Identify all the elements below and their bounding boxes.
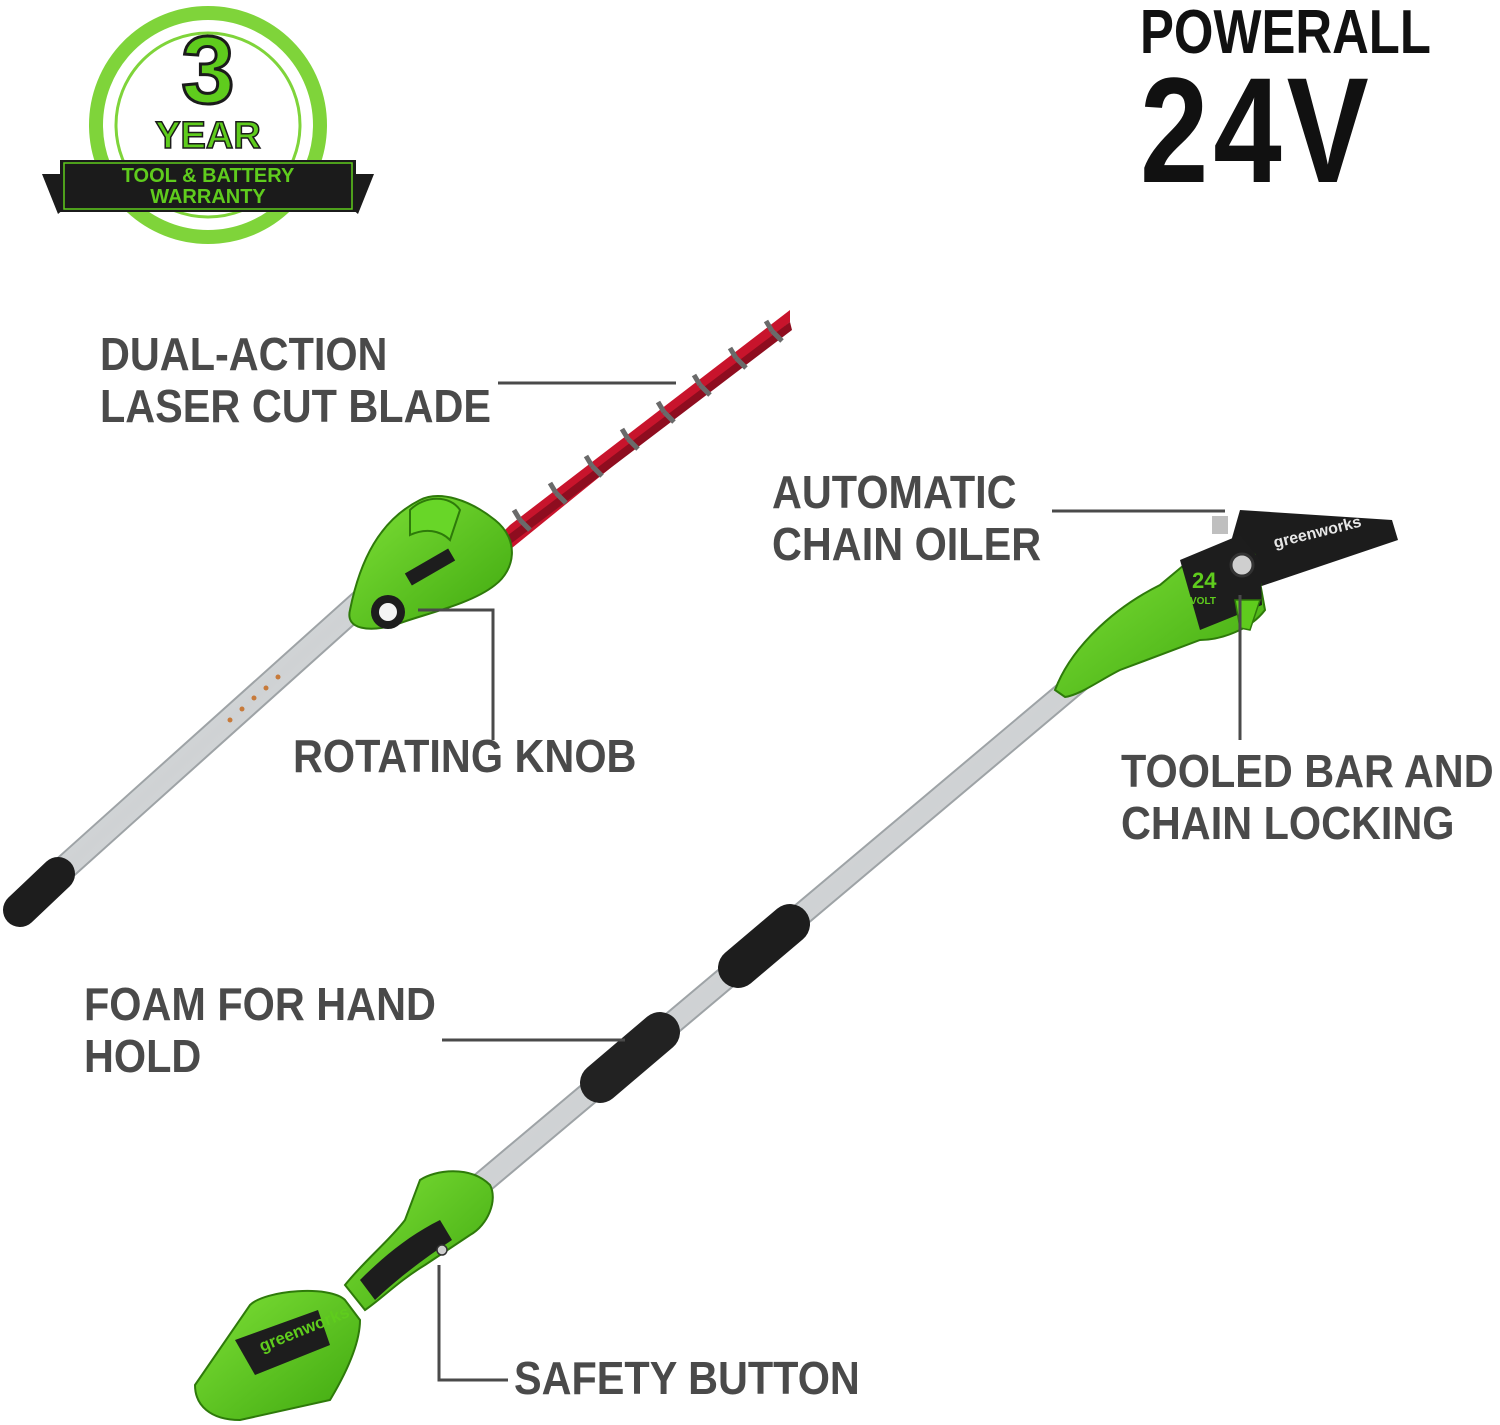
callout-knob: ROTATING KNOB xyxy=(293,730,636,782)
saw-head: greenworks 24 VOLT xyxy=(1053,510,1398,699)
saw-handle xyxy=(343,1170,494,1312)
hedge-blade xyxy=(495,310,792,552)
saw-chain-bar xyxy=(1230,510,1398,590)
pole-collar xyxy=(718,904,810,988)
foam-grip xyxy=(580,1012,680,1103)
callout-locking-line1: TOOLED BAR AND xyxy=(1121,745,1494,797)
warranty-badge: 3 YEAR TOOL & BATTERY WARRANTY xyxy=(42,6,374,244)
oil-cap xyxy=(1212,516,1228,534)
brand-line1: POWERALL xyxy=(1140,0,1431,67)
saw-volt-word: VOLT xyxy=(1190,596,1216,607)
callout-oiler: AUTOMATIC CHAIN OILER xyxy=(772,466,1041,570)
brand-logo: POWERALL 24V xyxy=(1140,0,1431,214)
battery-pack: greenworks xyxy=(193,1290,362,1422)
callout-blade-line2: LASER CUT BLADE xyxy=(100,380,492,432)
badge-number: 3 xyxy=(181,17,234,124)
leader-knob xyxy=(418,608,495,740)
pole-saw: greenworks 24 VOLT greenworks xyxy=(193,510,1398,1422)
trimmer-pole xyxy=(29,574,391,901)
callout-oiler-line1: AUTOMATIC xyxy=(772,466,1017,518)
leader-lines xyxy=(418,381,1242,1382)
trimmer-motor-housing xyxy=(348,495,513,630)
blade-teeth xyxy=(511,319,784,532)
badge-line2: WARRANTY xyxy=(150,186,266,208)
callout-blade: DUAL-ACTION LASER CUT BLADE xyxy=(100,328,491,432)
callout-blade-line1: DUAL-ACTION xyxy=(100,328,388,380)
badge-line1: TOOL & BATTERY xyxy=(122,165,295,187)
callout-foam-line2: HOLD xyxy=(84,1030,202,1082)
brand-line2: 24V xyxy=(1140,46,1374,214)
hedge-trimmer xyxy=(3,310,792,927)
callout-oiler-line2: CHAIN OILER xyxy=(772,518,1042,570)
handle-grip xyxy=(360,1220,452,1300)
pole-decal-marks xyxy=(227,674,281,723)
saw-voltage: 24 xyxy=(1192,568,1217,593)
callout-foam: FOAM FOR HAND HOLD xyxy=(84,978,436,1082)
callout-safety-line1: SAFETY BUTTON xyxy=(514,1352,860,1404)
ribbon-band xyxy=(60,160,356,212)
callout-locking-line2: CHAIN LOCKING xyxy=(1121,797,1455,849)
bar-lock-bolt xyxy=(1229,552,1255,578)
callout-safety: SAFETY BUTTON xyxy=(514,1352,860,1404)
trimmer-end-grip xyxy=(3,857,75,927)
safety-button xyxy=(436,1244,448,1256)
callout-foam-line1: FOAM FOR HAND xyxy=(84,978,436,1030)
callout-knob-line1: ROTATING KNOB xyxy=(293,730,637,782)
callout-locking: TOOLED BAR AND CHAIN LOCKING xyxy=(1121,745,1494,849)
leader-safety xyxy=(437,1265,508,1382)
badge-year: YEAR xyxy=(155,115,261,157)
